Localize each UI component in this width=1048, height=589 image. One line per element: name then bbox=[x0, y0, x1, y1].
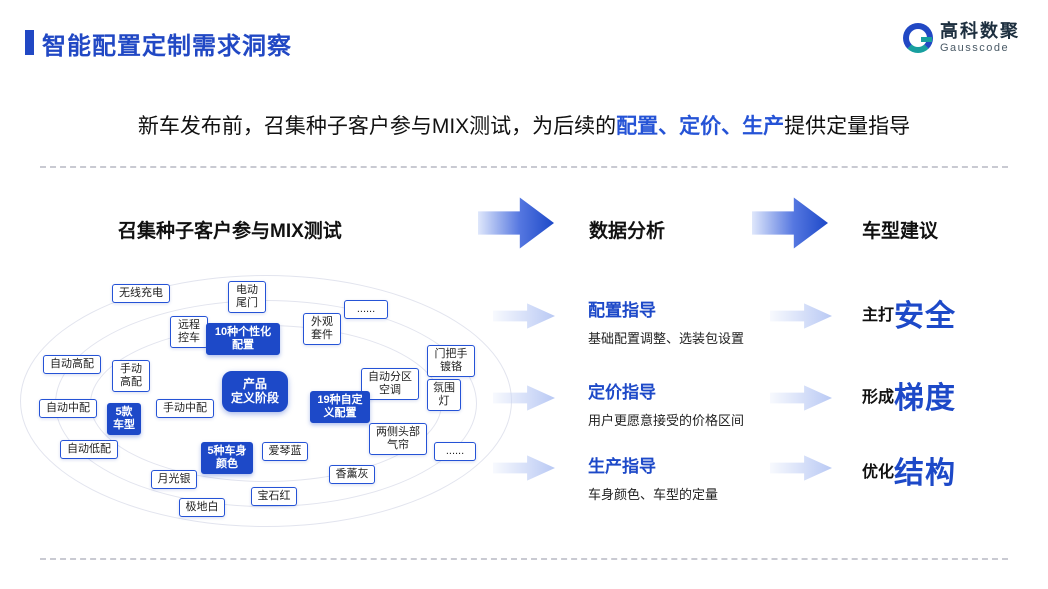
diagram-node: 手动高配 bbox=[112, 360, 150, 393]
small-arrow-icon bbox=[493, 303, 555, 329]
logo-text: 高科数聚 Gausscode bbox=[940, 21, 1020, 54]
section-title-model-suggestion: 车型建议 bbox=[862, 221, 939, 242]
logo-name: 高科数聚 bbox=[940, 21, 1020, 41]
page-title: 智能配置定制需求洞察 bbox=[42, 33, 292, 60]
divider-top bbox=[40, 166, 1008, 168]
suggestion-keyword: 结构 bbox=[894, 457, 957, 490]
analysis-item-pricing: 定价指导 用户更愿意接受的价格区间 bbox=[588, 378, 808, 429]
analysis-title: 生产指导 bbox=[588, 457, 656, 476]
diagram-group-node: 5款车型 bbox=[107, 403, 141, 436]
diagram-node: 月光银 bbox=[151, 470, 197, 490]
diagram-node: 无线充电 bbox=[112, 284, 170, 304]
suggestion-prefix: 优化 bbox=[862, 464, 895, 481]
diagram-node: 手动中配 bbox=[156, 399, 214, 419]
diagram-node: 自动中配 bbox=[39, 399, 97, 419]
suggestion-prefix: 形成 bbox=[862, 389, 895, 406]
diagram-node: 外观套件 bbox=[303, 313, 341, 346]
analysis-title: 定价指导 bbox=[588, 383, 656, 402]
diagram-node: 自动低配 bbox=[60, 440, 118, 460]
diagram-node: 两侧头部气帘 bbox=[369, 423, 427, 456]
diagram-node: ...... bbox=[434, 442, 476, 462]
diagram-node: 宝石红 bbox=[251, 487, 297, 507]
diagram-node: 自动分区空调 bbox=[361, 368, 419, 401]
subtitle-highlight: 配置、定价、生产 bbox=[616, 115, 785, 138]
diagram-node: 远程控车 bbox=[170, 316, 208, 349]
suggestion-item-gradient: 形成 梯度 bbox=[862, 376, 957, 415]
divider-bottom bbox=[40, 558, 1008, 560]
subtitle-post: 提供定量指导 bbox=[784, 115, 911, 138]
diagram-node: ...... bbox=[344, 300, 388, 320]
subtitle-pre: 新车发布前，召集种子客户参与MIX测试，为后续的 bbox=[137, 115, 617, 138]
diagram-center-node: 产品 定义阶段 bbox=[222, 371, 288, 412]
big-arrow-icon-2 bbox=[752, 197, 828, 249]
gausscode-logo-icon bbox=[903, 22, 933, 53]
diagram-group-node: 5种车身颜色 bbox=[201, 442, 253, 475]
suggestion-keyword: 安全 bbox=[894, 300, 957, 333]
big-arrow-icon-1 bbox=[478, 197, 554, 249]
analysis-title: 配置指导 bbox=[588, 301, 656, 320]
suggestion-prefix: 主打 bbox=[862, 307, 895, 324]
diagram-node: 爱琴蓝 bbox=[262, 442, 308, 462]
title-accent-bar bbox=[25, 30, 34, 55]
analysis-item-production: 生产指导 车身颜色、车型的定量 bbox=[588, 452, 808, 503]
diagram-group-node: 10种个性化配置 bbox=[206, 323, 280, 356]
suggestion-item-safety: 主打 安全 bbox=[862, 294, 957, 333]
suggestion-item-structure: 优化 结构 bbox=[862, 451, 957, 490]
analysis-desc: 基础配置调整、选装包设置 bbox=[588, 331, 745, 346]
company-logo: 高科数聚 Gausscode bbox=[903, 21, 1020, 54]
diagram-group-node: 19种自定义配置 bbox=[310, 391, 370, 424]
suggestion-keyword: 梯度 bbox=[894, 382, 957, 415]
diagram-node: 电动尾门 bbox=[228, 281, 266, 314]
diagram-node: 香薰灰 bbox=[329, 465, 375, 485]
logo-subname: Gausscode bbox=[940, 41, 1010, 54]
diagram-node: 自动高配 bbox=[43, 355, 101, 375]
section-title-mix-test: 召集种子客户参与MIX测试 bbox=[118, 221, 342, 242]
analysis-desc: 车身颜色、车型的定量 bbox=[588, 487, 719, 502]
analysis-desc: 用户更愿意接受的价格区间 bbox=[588, 413, 745, 428]
diagram-node: 氛围灯 bbox=[427, 379, 461, 412]
slide-subtitle: 新车发布前，召集种子客户参与MIX测试，为后续的配置、定价、生产提供定量指导 bbox=[0, 110, 1048, 140]
diagram-node: 极地白 bbox=[179, 498, 225, 518]
section-title-data-analysis: 数据分析 bbox=[589, 221, 666, 242]
analysis-item-config: 配置指导 基础配置调整、选装包设置 bbox=[588, 296, 808, 347]
diagram-node: 门把手镀铬 bbox=[427, 345, 475, 378]
small-arrow-icon bbox=[493, 455, 555, 481]
